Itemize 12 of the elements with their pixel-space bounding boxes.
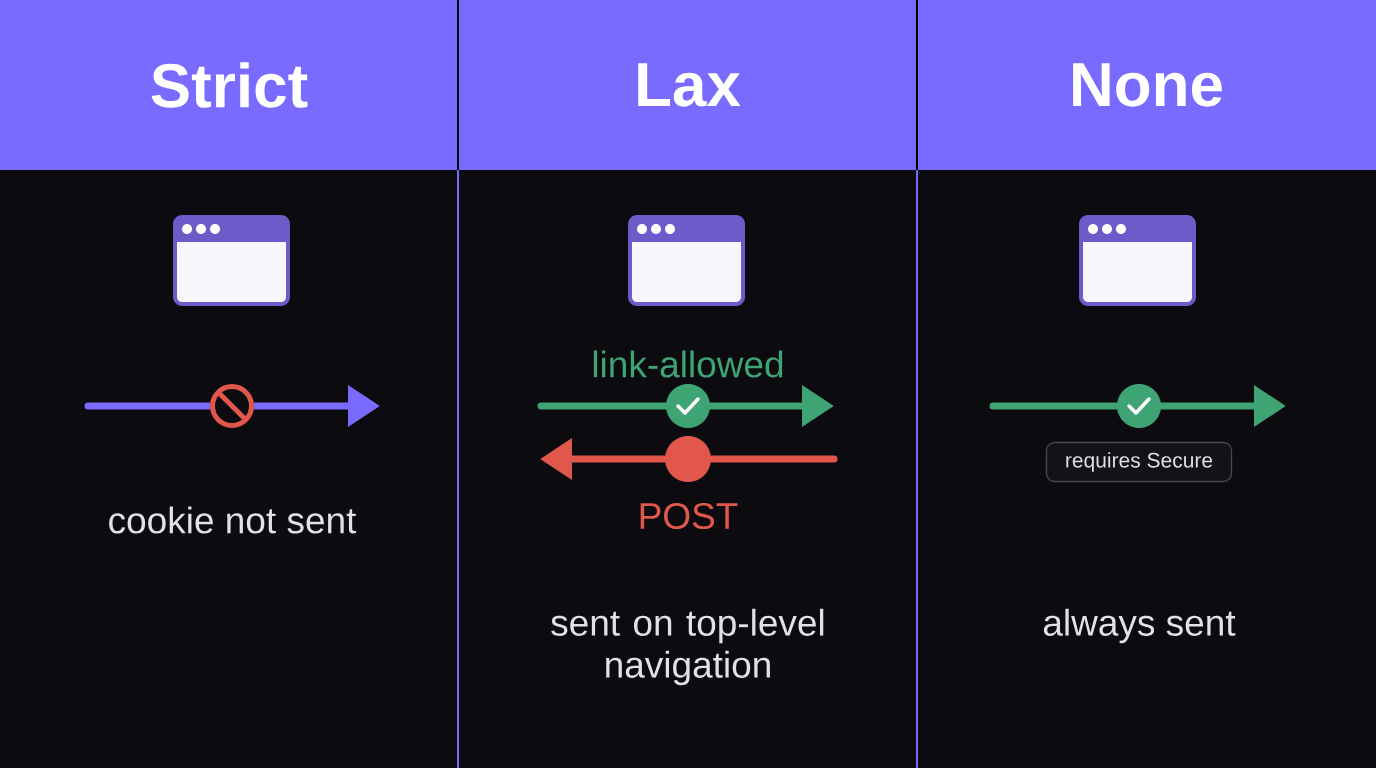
header-band: Strict xyxy=(0,0,458,170)
node-label: None xyxy=(1073,63,1222,107)
node-label: Lax xyxy=(638,63,741,107)
text-label: always sent xyxy=(1043,608,1236,644)
text-label: link-allowed xyxy=(593,350,783,378)
header-band: None xyxy=(917,0,1376,170)
text-label: sent on top-level navigation xyxy=(551,608,824,686)
text-label: cookie not sent xyxy=(109,506,357,534)
note-box: requires Secure xyxy=(1045,441,1233,483)
text-label: POST xyxy=(640,502,738,530)
header-band: Lax xyxy=(458,0,917,170)
node-label: Strict xyxy=(151,62,308,108)
